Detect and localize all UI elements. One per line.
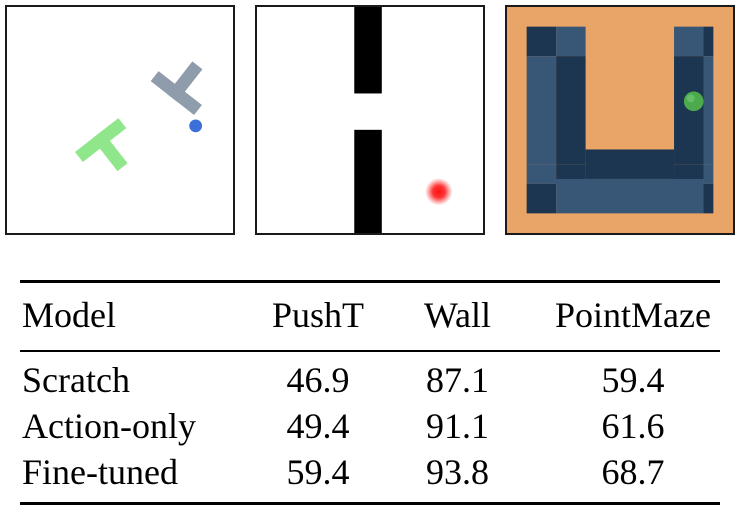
wall-env-icon (354, 7, 453, 233)
pointmaze-env-icon (507, 7, 733, 233)
pointmaze-panel (505, 5, 735, 235)
row-scratch-pusht: 46.9 (286, 360, 350, 400)
row-action-only-model: Action-only (22, 406, 196, 446)
header-pointmaze: PointMaze (555, 295, 711, 335)
table-top-rule (20, 280, 720, 283)
table-bottom-rule (20, 502, 720, 505)
row-action-only-pointmaze: 61.6 (601, 406, 665, 446)
row-fine-tuned-wall: 93.8 (426, 452, 489, 492)
wall-lower (354, 129, 382, 233)
maze-agent (683, 91, 704, 112)
pusht-env-icon (75, 61, 203, 172)
wall-upper (354, 7, 382, 94)
table-header-rule (20, 350, 720, 352)
pusht-panel (5, 5, 235, 235)
row-action-only-pusht: 49.4 (286, 406, 350, 446)
header-wall: Wall (423, 295, 492, 335)
row-scratch-wall: 87.1 (426, 360, 489, 400)
row-scratch-pointmaze: 59.4 (601, 360, 665, 400)
pusht-agent (189, 119, 203, 133)
row-scratch-model: Scratch (22, 360, 130, 400)
pusht-target-stem (92, 130, 128, 172)
wall-agent (425, 177, 453, 206)
pusht-block-stem (166, 61, 203, 102)
row-action-only-wall: 91.1 (426, 406, 489, 446)
header-model: Model (22, 295, 116, 335)
maze-walls (526, 26, 714, 214)
row-fine-tuned-pointmaze: 68.7 (601, 452, 665, 492)
row-fine-tuned-pusht: 59.4 (286, 452, 350, 492)
header-pusht: PushT (271, 295, 365, 335)
row-fine-tuned-model: Fine-tuned (22, 452, 178, 492)
wall-panel (255, 5, 485, 235)
